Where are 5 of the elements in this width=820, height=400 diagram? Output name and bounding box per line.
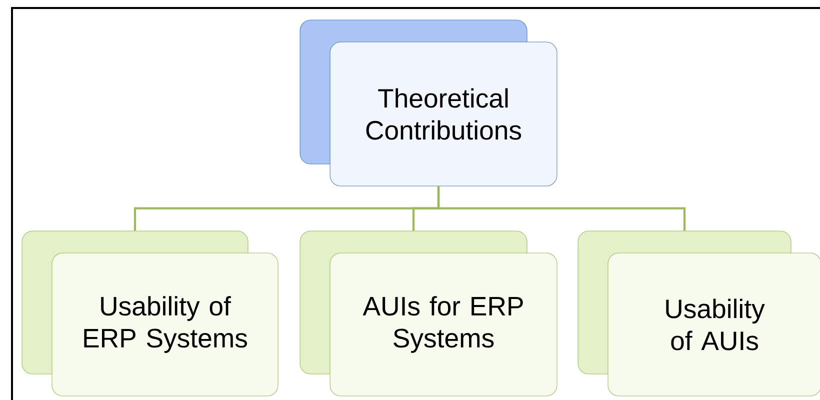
connector <box>437 186 686 231</box>
stacked-box: AUIs for ERP Systems <box>300 230 558 396</box>
stacked-box: Theoretical Contributions <box>300 20 558 186</box>
stacked-box: Usability of ERP Systems <box>22 230 278 396</box>
stacked-box: Usability of AUIs <box>578 230 820 396</box>
